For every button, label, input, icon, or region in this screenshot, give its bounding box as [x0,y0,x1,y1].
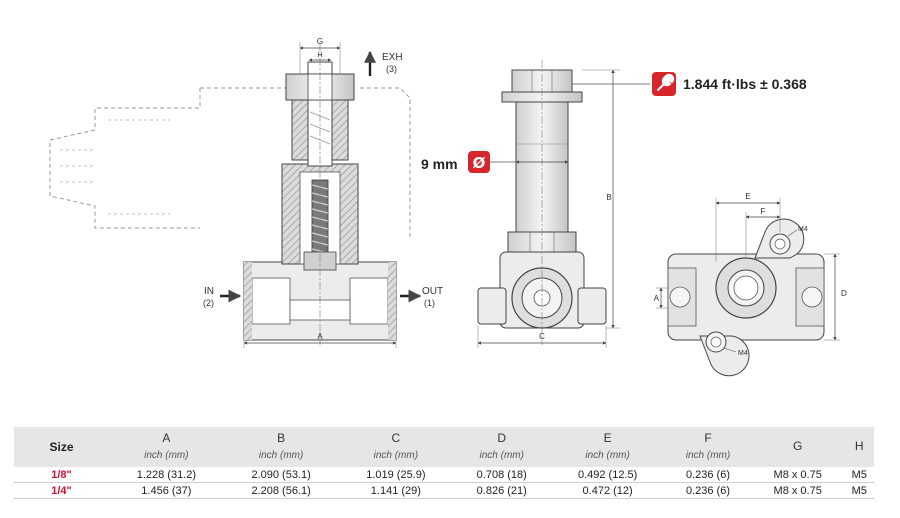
side-view: 1.844 ft·lbs ± 0.368 9 mm Ø B C [421,60,807,348]
wrench-icon [657,73,675,91]
table-cell: 0.708 (18) [453,467,551,483]
dim-label-b: B [606,193,611,202]
in-port-number: (2) [203,298,214,308]
out-port-number: (1) [424,298,435,308]
section-view: G H EXH (3) IN (2) OUT (1) A [49,37,443,348]
dim-label-a-section: A [317,332,323,341]
table-cell: 0.236 (6) [665,467,751,483]
top-view: E F M4 M4 A D [654,192,847,377]
table-cell: 1.228 (31.2) [109,467,224,483]
table-row: 1/8" 1.228 (31.2) 2.090 (53.1) 1.019 (25… [14,467,874,483]
table-cell: M5 [844,482,874,499]
table-cell: 2.090 (53.1) [223,467,339,483]
dim-label-c: C [539,332,545,341]
table-row: 1/4" 1.456 (37) 2.208 (56.1) 1.141 (29) … [14,482,874,499]
manifold-outline [49,87,411,240]
dim-label-e: E [745,192,750,201]
size-column-header: Size [49,440,74,454]
diameter-icon: Ø [473,154,486,172]
table-cell: 1.019 (25.9) [338,467,454,483]
valve-dimension-drawing: G H EXH (3) IN (2) OUT (1) A [49,37,847,377]
dim-label-g: G [317,37,323,46]
table-cell: 0.492 (12.5) [550,467,665,483]
size-cell: 1/8" [14,467,109,483]
column-header-h: H [854,439,864,453]
table-cell: M8 x 0.75 [750,467,845,483]
table-cell: 1.141 (29) [338,482,454,499]
table-cell: 0.826 (21) [453,482,551,499]
mount-label-bottom: M4 [738,350,748,357]
dim-label-h: H [317,52,322,59]
table-cell: M5 [844,467,874,483]
table-cell: 1.456 (37) [109,482,224,499]
dim-label-f: F [761,207,766,216]
exh-label: EXH [382,52,403,63]
size-cell: 1/4" [14,482,109,499]
out-label: OUT [422,286,443,297]
dim-label-a-top: A [654,294,660,303]
dim-label-d: D [841,289,847,298]
exh-port-number: (3) [386,64,397,74]
table-cell: 2.208 (56.1) [223,482,339,499]
mount-label-top: M4 [798,226,808,233]
diameter-spec: 9 mm [421,156,458,172]
in-label: IN [204,286,214,297]
column-header-g: G [793,439,803,453]
table-cell: M8 x 0.75 [750,482,845,499]
torque-spec: 1.844 ft·lbs ± 0.368 [683,76,807,92]
diameter-badge [468,151,490,173]
table-cell: 0.236 (6) [665,482,751,499]
table-cell: 0.472 (12) [550,482,665,499]
